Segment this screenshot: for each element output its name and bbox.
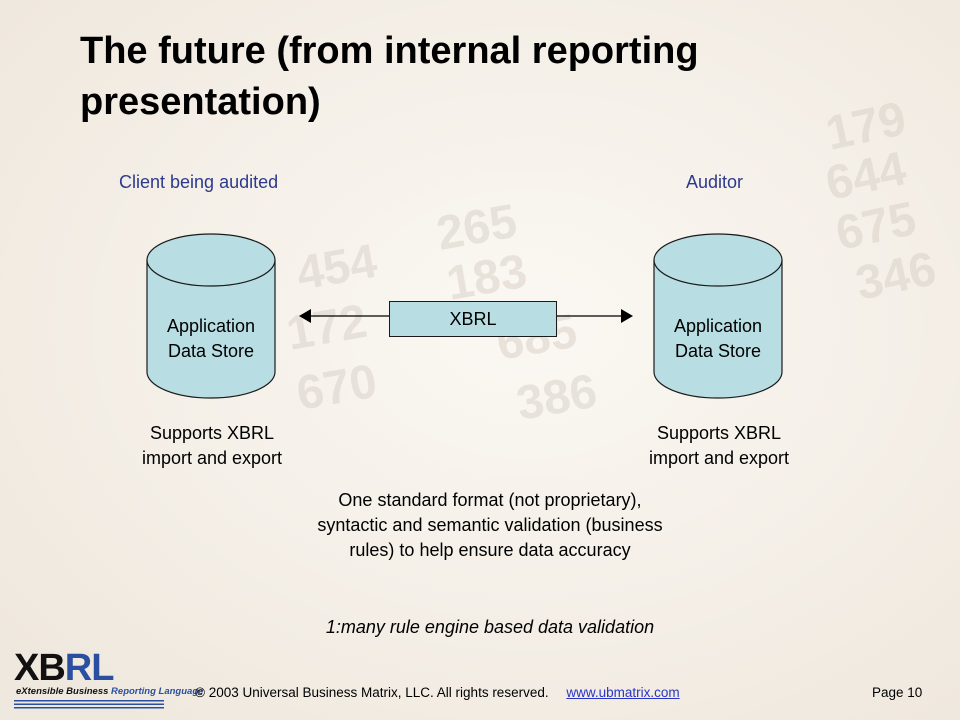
auditor-support-note: Supports XBRL import and export (614, 421, 824, 471)
rule-engine-note: 1:many rule engine based data validation (325, 617, 655, 637)
client-data-store-line1: Application (166, 316, 256, 336)
auditor-support-line1: Supports XBRL (656, 423, 782, 443)
client-data-store-label: Application Data Store (141, 314, 281, 364)
footer-copyright: © 2003 Universal Business Matrix, LLC. A… (195, 685, 680, 700)
client-role-label: Client being audited (119, 172, 279, 192)
client-data-store-line2: Data Store (167, 341, 255, 361)
auditor-data-store-line1: Application (673, 316, 763, 336)
xbrl-logo-tagline-b: Reporting Language (111, 686, 204, 697)
xbrl-logo: XBRL eXtensible Business Reporting Langu… (14, 647, 203, 710)
client-support-line2: import and export (141, 448, 283, 468)
xbrl-logo-tagline-a: eXtensible Business (16, 686, 112, 697)
client-support-line1: Supports XBRL (149, 423, 275, 443)
auditor-data-store-label: Application Data Store (648, 314, 788, 364)
auditor-role-label: Auditor (686, 172, 744, 192)
xbrl-logo-tagline: eXtensible Business Reporting Language (16, 686, 203, 697)
standard-format-line1: One standard format (not proprietary), (338, 490, 642, 510)
auditor-support-line2: import and export (648, 448, 790, 468)
auditor-data-store-cylinder (653, 233, 783, 399)
xbrl-logo-word: XBRL (14, 647, 115, 689)
xbrl-logo-word-b: RL (64, 647, 115, 689)
xbrl-logo-word-a: XB (14, 647, 66, 689)
xbrl-logo-stripes-icon (14, 700, 164, 709)
client-support-note: Supports XBRL import and export (107, 421, 317, 471)
page-number: Page 10 (872, 685, 923, 700)
copyright-text: © 2003 Universal Business Matrix, LLC. A… (195, 685, 549, 700)
xbrl-connector-box: XBRL (389, 301, 557, 337)
slide-title: The future (from internal reporting pres… (80, 30, 699, 123)
client-data-store-cylinder (146, 233, 276, 399)
standard-format-line3: rules) to help ensure data accuracy (349, 540, 631, 560)
standard-format-note: One standard format (not proprietary), s… (270, 488, 710, 563)
auditor-data-store-line2: Data Store (674, 341, 762, 361)
standard-format-line2: syntactic and semantic validation (busin… (317, 515, 663, 535)
ubmatrix-link[interactable]: www.ubmatrix.com (566, 685, 680, 700)
